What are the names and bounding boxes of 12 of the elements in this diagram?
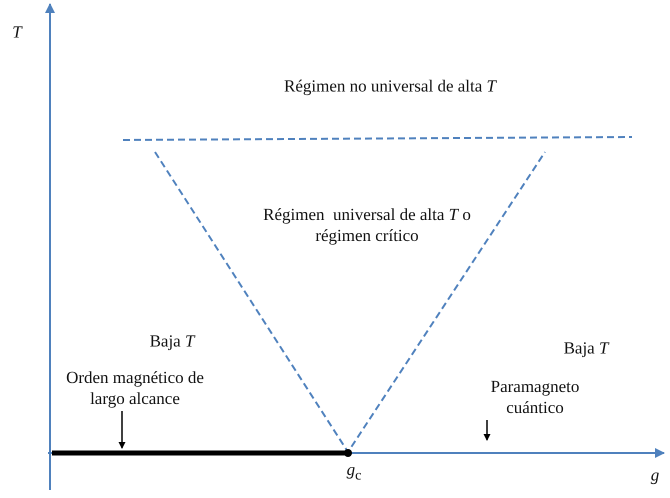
- ordered-phase-line: [52, 450, 346, 456]
- region-label: Régimen no universal de alta T: [284, 75, 496, 97]
- region-label: Baja T: [150, 330, 194, 352]
- region-label: Baja T: [564, 337, 608, 359]
- leader-arrow: [118, 411, 126, 449]
- axis-label: g: [650, 464, 660, 486]
- region-label: Régimen universal de alta T o régimen crítico: [262, 204, 472, 246]
- leader-arrow: [484, 420, 490, 441]
- phase-label: Paramagneto cuántico: [475, 376, 595, 418]
- axis-label: T: [12, 21, 22, 43]
- axis-tick-label: g$_{c}$: [346, 458, 362, 486]
- phase-label: Orden magnético de largo alcance: [50, 366, 220, 410]
